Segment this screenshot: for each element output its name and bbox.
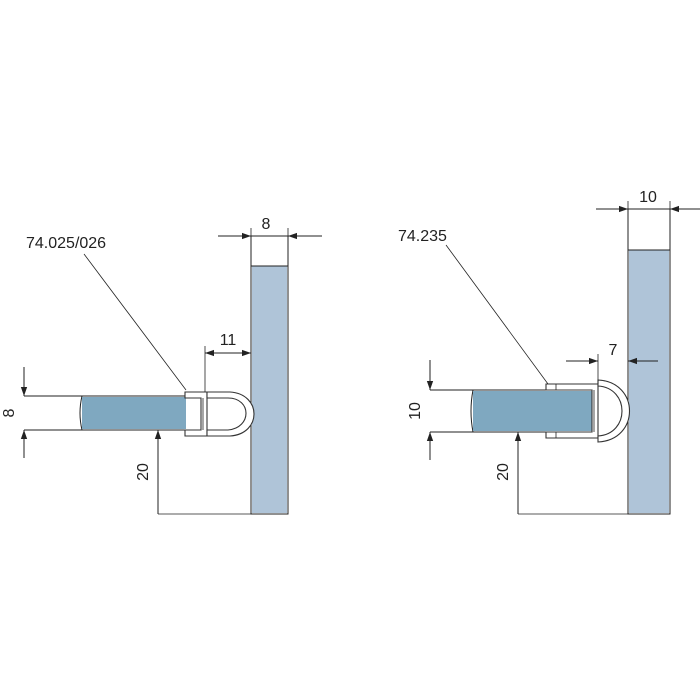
left-dim-door-glass: 8 [1,367,28,458]
right-dim-gap-label: 7 [609,342,618,359]
left-dim-gap-label: 11 [220,332,237,349]
left-dim-gap: 11 [204,332,251,392]
left-dim-wall-glass-label: 8 [262,216,271,233]
left-dim-offset: 20 [135,430,251,515]
left-wall-glass [250,235,289,515]
right-door-glass [430,389,596,433]
left-dim-door-glass-label: 8 [1,408,18,417]
left-door-glass [24,395,186,431]
right-door-glass-fill [473,391,596,431]
left-part-number-label: 74.025/026 [26,235,106,252]
right-dim-door-glass-label: 10 [407,402,424,420]
right-wall-glass-fill [629,250,669,513]
left-seal-profile [184,391,255,437]
left-drawing: 8 11 8 20 74.025/026 [1,216,322,515]
left-dim-offset-label: 20 [135,463,152,481]
right-drawing: 10 7 10 20 74.235 [398,189,700,515]
right-seal-profile [545,379,631,443]
right-dim-wall-glass-label: 10 [639,189,657,206]
left-wall-glass-fill [252,266,287,513]
right-part-number-label: 74.235 [398,228,447,245]
right-wall-glass [627,208,671,515]
left-dim-wall-glass: 8 [218,216,322,240]
right-dim-door-glass: 10 [407,360,434,460]
left-door-glass-fill [82,397,186,429]
right-dim-gap: 7 [566,342,658,384]
left-part-number: 74.025/026 [26,235,187,391]
right-dim-offset: 20 [495,432,628,515]
right-part-number: 74.235 [398,228,549,385]
right-dim-offset-label: 20 [495,463,512,481]
right-dim-wall-glass: 10 [596,189,700,213]
